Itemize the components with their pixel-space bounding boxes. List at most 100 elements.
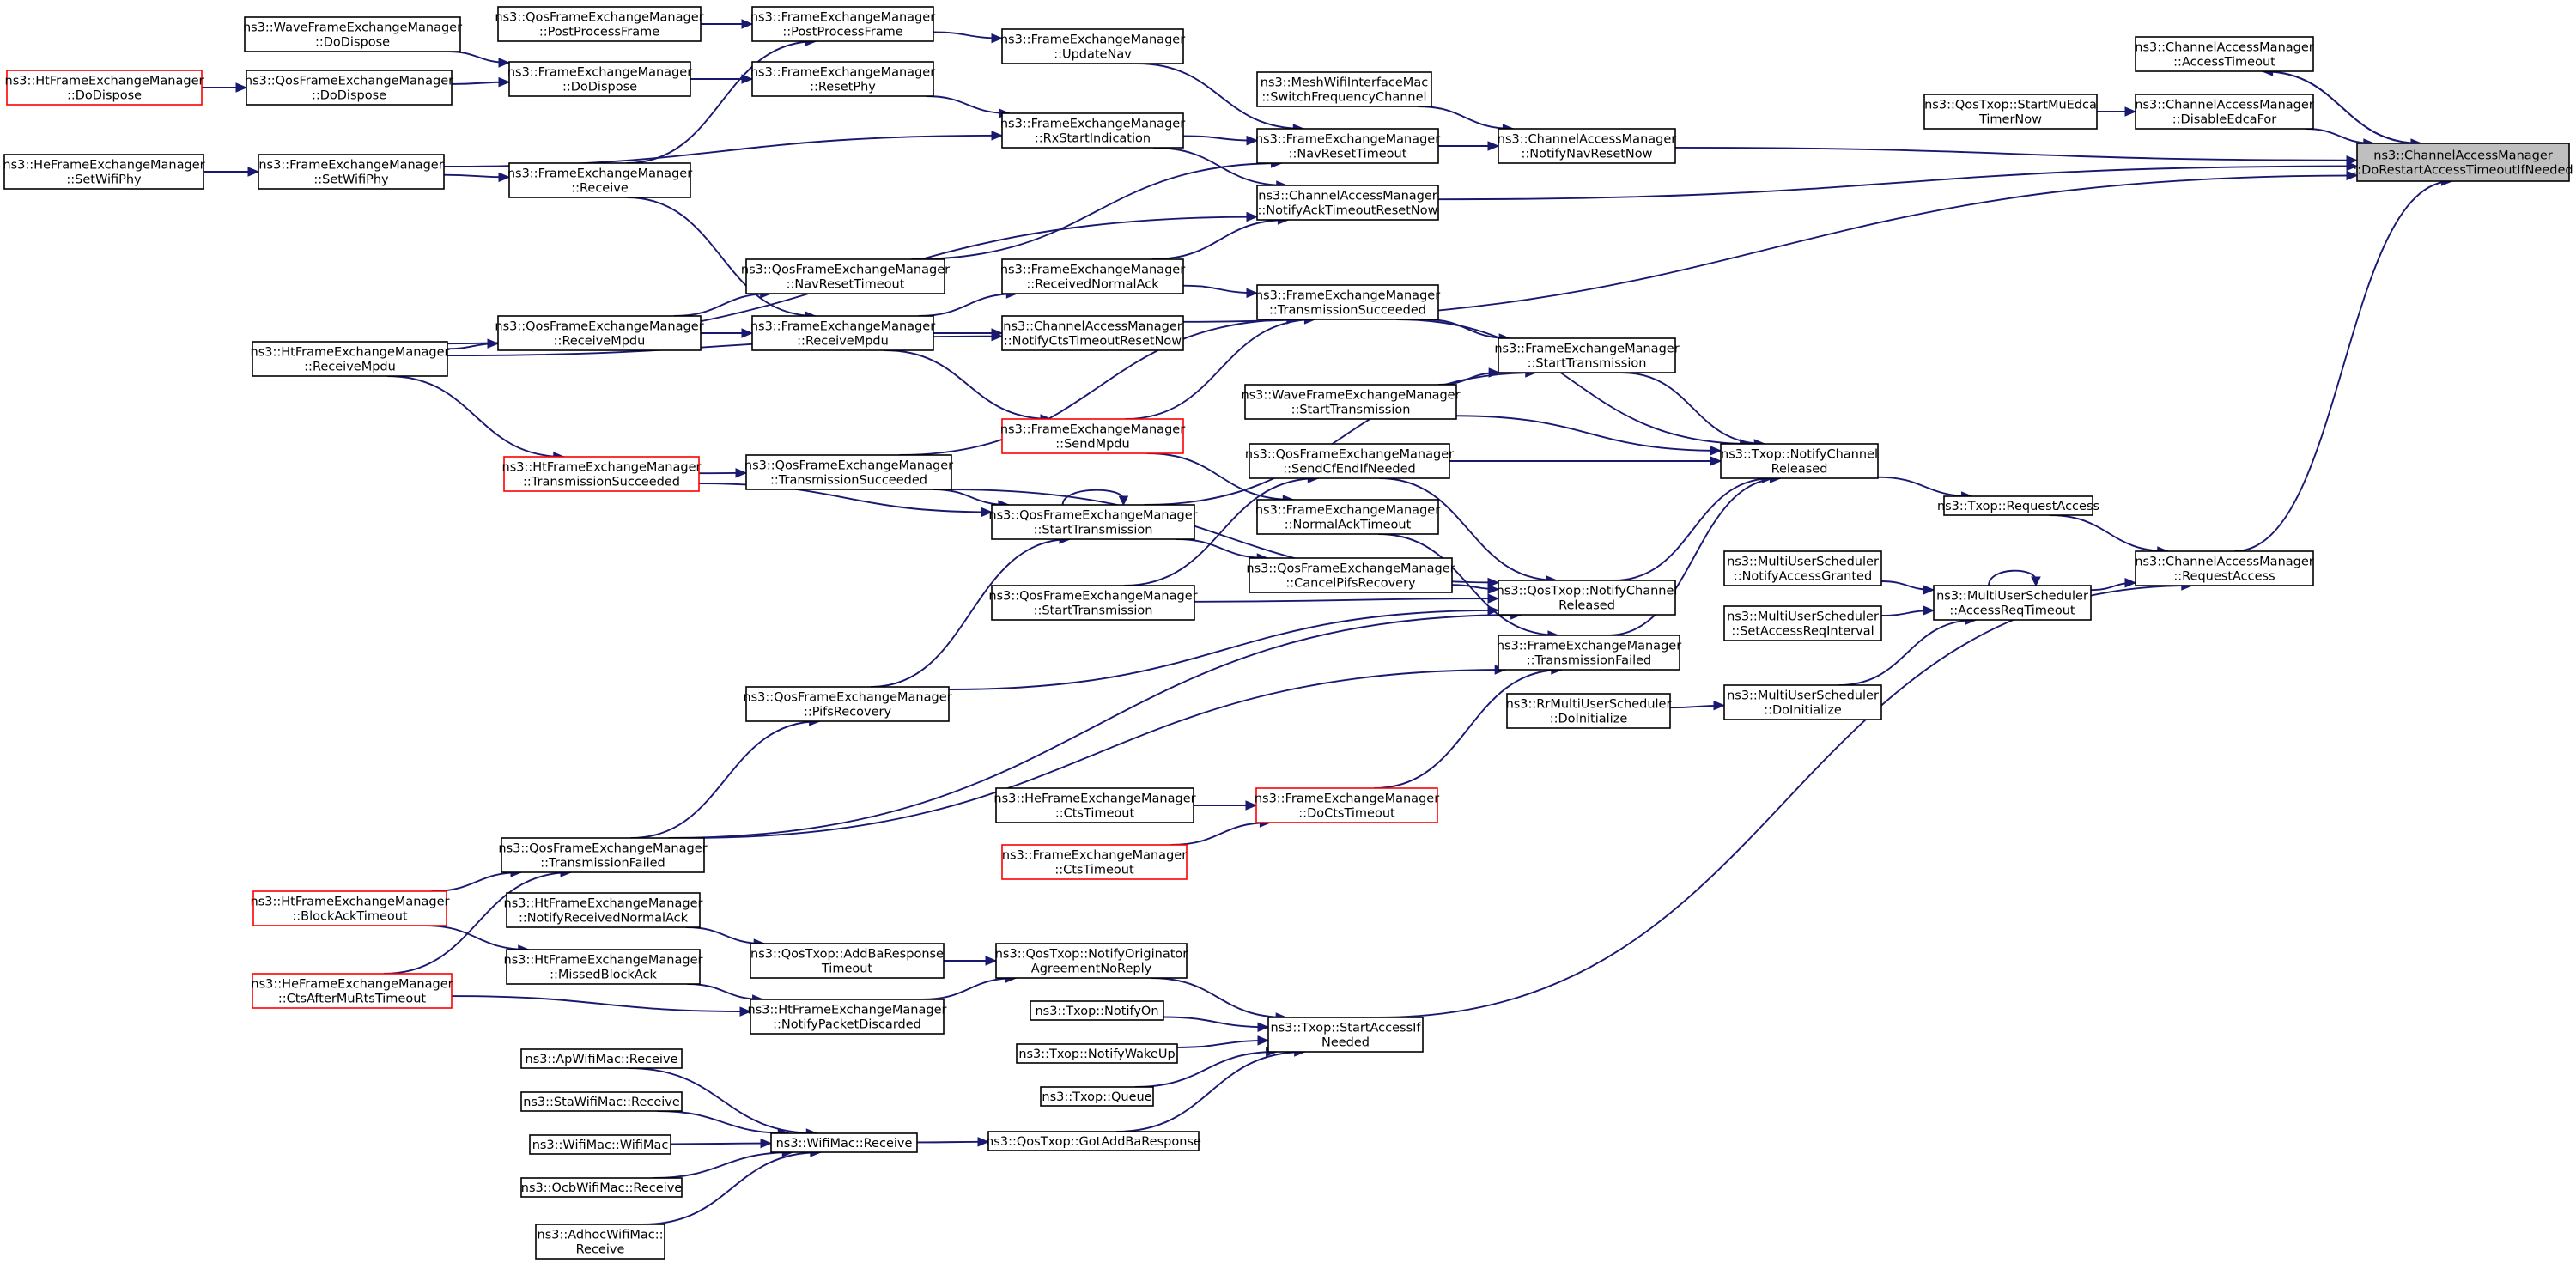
node-label-line: Timeout [821, 962, 873, 976]
node-cam_request_access[interactable]: ns3::ChannelAccessManager::RequestAccess [2135, 550, 2314, 586]
node-ht_transmission_succeeded[interactable]: ns3::HtFrameExchangeManager::Transmissio… [502, 456, 702, 492]
node-qostxop_notify_originator[interactable]: ns3::QosTxop::NotifyOriginatorAgreementN… [995, 943, 1188, 979]
node-fem_reset_phy[interactable]: ns3::FrameExchangeManager::ResetPhy [750, 61, 935, 97]
node-label-line: ns3::HtFrameExchangeManager [251, 346, 450, 360]
edge-txop_request_access-to-cam_request_access [2049, 514, 2170, 556]
node-rr_do_initialize[interactable]: ns3::RrMultiUserScheduler::DoInitialize [1506, 693, 1672, 729]
node-ocb_receive[interactable]: ns3::OcbWifiMac::Receive [520, 1177, 683, 1198]
node-ht_notify_received_normal_ack[interactable]: ns3::HtFrameExchangeManager::NotifyRecei… [504, 892, 703, 928]
node-label-line: ns3::FrameExchangeManager [1497, 640, 1681, 653]
node-fem_update_nav[interactable]: ns3::FrameExchangeManager::UpdateNav [1000, 28, 1185, 64]
node-box [770, 1132, 918, 1153]
node-txop_request_access[interactable]: ns3::Txop::RequestAccess [1937, 495, 2099, 516]
node-layer: ns3::ChannelAccessManager::DoRestartAcce… [3, 6, 2573, 1260]
node-mus_do_initialize[interactable]: ns3::MultiUserScheduler::DoInitialize [1723, 684, 1882, 720]
node-qfem_pifs_recovery[interactable]: ns3::QosFrameExchangeManager::PifsRecove… [743, 686, 952, 722]
node-label-line: ns3::Txop::StartAccessIf [1270, 1022, 1421, 1035]
node-ht_notify_packet_discarded[interactable]: ns3::HtFrameExchangeManager::NotifyPacke… [748, 999, 947, 1035]
node-qfem_nav_reset_timeout[interactable]: ns3::QosFrameExchangeManager::NavResetTi… [741, 258, 950, 294]
node-label-line: ::CtsAfterMuRtsTimeout [278, 993, 427, 1006]
node-label-line: ns3::HeFrameExchangeManager [251, 978, 453, 992]
node-qfem_send_cf_end[interactable]: ns3::QosFrameExchangeManager::SendCfEndI… [1245, 443, 1454, 479]
node-box [497, 315, 702, 351]
node-he_cts_timeout[interactable]: ns3::HeFrameExchangeManager::CtsTimeout [993, 787, 1196, 823]
node-box [1723, 684, 1882, 720]
node-mesh_switch_freq[interactable]: ns3::MeshWifiInterfaceMac::SwitchFrequen… [1256, 71, 1432, 107]
node-qostxop_got_add_ba_response[interactable]: ns3::QosTxop::GotAddBaResponse [986, 1131, 1201, 1151]
node-label-line: ::StartTransmission [1034, 604, 1153, 618]
node-ap_receive[interactable]: ns3::ApWifiMac::Receive [520, 1048, 683, 1069]
node-fem_send_mpdu[interactable]: ns3::FrameExchangeManager::SendMpdu [1000, 418, 1185, 454]
node-label-line: ns3::FrameExchangeManager [1255, 133, 1440, 147]
node-qfem_transmission_failed[interactable]: ns3::QosFrameExchangeManager::Transmissi… [498, 837, 708, 873]
node-cam_notify_nav_reset[interactable]: ns3::ChannelAccessManager::NotifyNavRese… [1498, 128, 1677, 164]
node-box [1498, 635, 1680, 671]
edge-ht_receive_mpdu-to-ht_transmission_succeeded [387, 375, 566, 462]
node-qfem_start_transmission2[interactable]: ns3::QosFrameExchangeManager::StartTrans… [988, 585, 1198, 621]
node-fem_start_transmission[interactable]: ns3::FrameExchangeManager::StartTransmis… [1494, 337, 1680, 373]
node-wave_do_dispose[interactable]: ns3::WaveFrameExchangeManager::DoDispose [243, 16, 462, 52]
node-fem_received_normal_ack[interactable]: ns3::FrameExchangeManager::ReceivedNorma… [1000, 258, 1185, 294]
node-he_set_wifi_phy[interactable]: ns3::HeFrameExchangeManager::SetWifiPhy [3, 154, 205, 190]
node-qfem_do_dispose[interactable]: ns3::QosFrameExchangeManager::DoDispose [245, 70, 453, 106]
node-box [1001, 258, 1184, 294]
node-qfem_cancel_pifs[interactable]: ns3::QosFrameExchangeManager::CancelPifs… [1246, 557, 1455, 593]
node-qfem_receive_mpdu[interactable]: ns3::QosFrameExchangeManager::ReceiveMpd… [495, 315, 704, 351]
node-label-line: ns3::Txop::RequestAccess [1937, 500, 2099, 513]
node-mus_notify_access_granted[interactable]: ns3::MultiUserScheduler::NotifyAccessGra… [1723, 550, 1882, 586]
node-label-line: ns3::WifiMac::Receive [776, 1137, 913, 1151]
node-txop_notify_wake_up[interactable]: ns3::Txop::NotifyWakeUp [1016, 1043, 1178, 1064]
node-he_cts_after_mu_rts[interactable]: ns3::HeFrameExchangeManager::CtsAfterMuR… [251, 973, 453, 1009]
node-mus_access_req_timeout[interactable]: ns3::MultiUserScheduler::AccessReqTimeou… [1933, 585, 2092, 621]
node-cam_access_timeout[interactable]: ns3::ChannelAccessManager::AccessTimeout [2135, 36, 2314, 72]
node-sta_receive[interactable]: ns3::StaWifiMac::Receive [520, 1091, 683, 1112]
node-label-line: ns3::QosTxop::NotifyChannel [1497, 585, 1678, 598]
node-adhoc_receive[interactable]: ns3::AdhocWifiMac::Receive [535, 1224, 665, 1260]
node-label-line: ns3::Txop::NotifyChannel [1721, 448, 1878, 462]
node-wave_start_transmission[interactable]: ns3::WaveFrameExchangeManager::StartTran… [1241, 384, 1461, 420]
node-qfem_post_process[interactable]: ns3::QosFrameExchangeManager::PostProces… [495, 6, 704, 42]
node-ht_receive_mpdu[interactable]: ns3::HtFrameExchangeManager::ReceiveMpdu [251, 341, 450, 377]
node-qfem_transmission_succeeded[interactable]: ns3::QosFrameExchangeManager::Transmissi… [744, 454, 953, 490]
node-wifimac_receive[interactable]: ns3::WifiMac::Receive [770, 1132, 918, 1153]
node-fem_do_cts_timeout[interactable]: ns3::FrameExchangeManager::DoCtsTimeout [1255, 787, 1439, 823]
node-box [501, 837, 705, 873]
node-ht_missed_block_ack[interactable]: ns3::HtFrameExchangeManager::MissedBlock… [504, 949, 703, 985]
node-qfem_start_transmission[interactable]: ns3::QosFrameExchangeManager::StartTrans… [988, 504, 1198, 540]
node-fem_set_wifi_phy[interactable]: ns3::FrameExchangeManager::SetWifiPhy [258, 154, 445, 190]
node-label-line: ::ResetPhy [810, 81, 876, 94]
node-txop_notify_on[interactable]: ns3::Txop::NotifyOn [1030, 1000, 1164, 1021]
node-fem_nav_reset_timeout[interactable]: ns3::FrameExchangeManager::NavResetTimeo… [1255, 128, 1440, 164]
node-label-line: ns3::FrameExchangeManager [1255, 504, 1440, 518]
node-box [1723, 550, 1882, 586]
node-box [1498, 337, 1676, 373]
node-cam_notify_ack_timeout_reset[interactable]: ns3::ChannelAccessManager::NotifyAckTime… [1256, 185, 1439, 221]
node-wifimac_wifimac[interactable]: ns3::WifiMac::WifiMac [529, 1134, 671, 1155]
node-ht_do_dispose[interactable]: ns3::HtFrameExchangeManager::DoDispose [5, 70, 204, 106]
node-fem_rx_start[interactable]: ns3::FrameExchangeManager::RxStartIndica… [1000, 112, 1185, 149]
node-fem_receive_mpdu[interactable]: ns3::FrameExchangeManager::ReceiveMpdu [750, 315, 935, 351]
node-fem_transmission_succeeded[interactable]: ns3::FrameExchangeManager::TransmissionS… [1255, 284, 1440, 320]
node-fem_normal_ack_timeout[interactable]: ns3::FrameExchangeManager::NormalAckTime… [1255, 499, 1440, 535]
edge-fem_received_normal_ack-to-cam_notify_ack_timeout_reset [1151, 215, 1290, 260]
node-fem_transmission_failed[interactable]: ns3::FrameExchangeManager::TransmissionF… [1497, 635, 1681, 671]
node-mus_set_access_req_interval[interactable]: ns3::MultiUserScheduler::SetAccessReqInt… [1723, 605, 1882, 641]
node-label-line: ns3::ChannelAccessManager [2373, 149, 2553, 163]
node-box [1256, 185, 1439, 221]
node-ht_block_ack_timeout[interactable]: ns3::HtFrameExchangeManager::BlockAckTim… [251, 890, 450, 926]
node-fem_do_dispose[interactable]: ns3::FrameExchangeManager::DoDispose [507, 61, 692, 97]
node-txop_queue[interactable]: ns3::Txop::Queue [1040, 1086, 1154, 1107]
node-label-line: ::DoInitialize [1550, 713, 1628, 726]
node-cam_notify_cts_timeout_reset[interactable]: ns3::ChannelAccessManager::NotifyCtsTime… [1001, 315, 1184, 351]
node-label-line: ns3::OcbWifiMac::Receive [521, 1181, 682, 1195]
node-label-line: ::TransmissionSucceeded [1269, 304, 1426, 318]
node-fem_receive[interactable]: ns3::FrameExchangeManager::Receive [507, 162, 692, 198]
node-fem_post_process[interactable]: ns3::FrameExchangeManager::PostProcessFr… [750, 6, 935, 42]
node-fem_cts_timeout[interactable]: ns3::FrameExchangeManager::CtsTimeout [1001, 844, 1188, 880]
node-cam_disable_edca[interactable]: ns3::ChannelAccessManager::DisableEdcaFo… [2135, 94, 2314, 130]
